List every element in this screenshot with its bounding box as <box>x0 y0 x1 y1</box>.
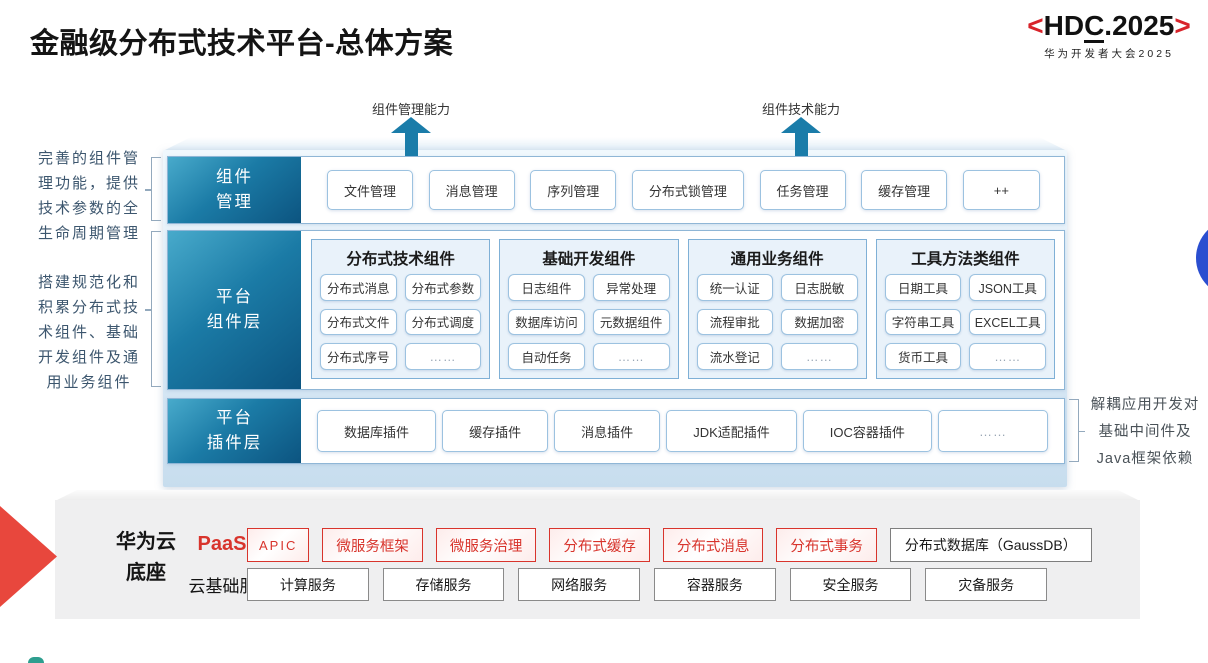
foundation-lid <box>55 490 1140 501</box>
chip-string-tool: 字符串工具 <box>884 308 962 336</box>
platform-plugins-items: 数据库插件 缓存插件 消息插件 JDK适配插件 IOC容器插件 …… <box>301 399 1064 463</box>
chip-exception-handling: 异常处理 <box>592 274 670 301</box>
chip-distributed-sequence: 分布式序号 <box>320 343 397 370</box>
chip-apic: APIC <box>247 528 310 562</box>
bracket-row1 <box>145 157 161 221</box>
logo-left-bracket: < <box>1027 10 1044 41</box>
chip-distributed-message: 分布式消息 <box>320 274 397 301</box>
chip-auto-task: 自动任务 <box>508 343 585 370</box>
chip-distributed-transaction: 分布式事务 <box>776 528 877 562</box>
chip-metadata-component: 元数据组件 <box>592 308 670 336</box>
chip-excel-tool: EXCEL工具 <box>969 308 1046 336</box>
logo-rest: .2025 <box>1104 10 1175 41</box>
chip-json-tool: JSON工具 <box>969 274 1046 301</box>
chip-plus-plus: ++ <box>962 170 1040 210</box>
layer-label-component-management: 组件 管理 <box>168 157 301 223</box>
group-basic-dev: 基础开发组件 日志组件 异常处理 数据库访问 元数据组件 自动任务 …… <box>499 239 679 379</box>
chip-gaussdb: 分布式数据库（GaussDB） <box>889 528 1092 562</box>
chip-ellipsis: …… <box>592 343 670 370</box>
layer-platform-components: 平台 组件层 分布式技术组件 分布式消息 分布式参数 分布式文件 分布式调度 分… <box>167 230 1065 390</box>
chip-distributed-cache: 分布式缓存 <box>549 528 650 562</box>
platform-components-groups: 分布式技术组件 分布式消息 分布式参数 分布式文件 分布式调度 分布式序号 ……… <box>301 231 1064 389</box>
chip-ioc-container-plugin: IOC容器插件 <box>802 410 932 452</box>
chip-message-plugin: 消息插件 <box>554 410 661 452</box>
platform-container-lid <box>163 137 1067 151</box>
paas-label: PaaS <box>197 533 247 555</box>
chip-file-management: 文件管理 <box>327 170 414 210</box>
blue-circle-decoration <box>1196 219 1208 297</box>
capability-label-management: 组件管理能力 <box>371 102 450 117</box>
chip-distributed-parameter: 分布式参数 <box>404 274 482 301</box>
logo-hd: HD <box>1043 10 1085 41</box>
chip-ellipsis: …… <box>781 343 858 370</box>
chip-database-access: 数据库访问 <box>508 308 585 336</box>
chip-unified-auth: 统一认证 <box>696 274 774 301</box>
hdc-logo-subtitle: 华为开发者大会2025 <box>1044 48 1174 60</box>
chip-cache-management: 缓存管理 <box>861 170 948 210</box>
note-component-management: 完善的组件管 理功能，提供 技术参数的全 生命周期管理 <box>37 150 140 242</box>
chip-disaster-recovery-service: 灾备服务 <box>925 568 1048 601</box>
chip-distributed-file: 分布式文件 <box>320 308 397 336</box>
group-common-business: 通用业务组件 统一认证 日志脱敏 流程审批 数据加密 流水登记 …… <box>687 239 867 379</box>
chip-compute-service: 计算服务 <box>247 568 369 601</box>
chip-process-approval: 流程审批 <box>696 308 774 336</box>
page-title: 金融级分布式技术平台-总体方案 <box>30 28 454 60</box>
paas-items: APIC 微服务框架 微服务治理 分布式缓存 分布式消息 分布式事务 分布式数据… <box>247 528 1092 562</box>
chip-log-component: 日志组件 <box>508 274 585 301</box>
bracket-row3 <box>1069 399 1085 462</box>
chip-data-encryption: 数据加密 <box>781 308 858 336</box>
chip-container-service: 容器服务 <box>654 568 776 601</box>
chip-microservice-framework: 微服务框架 <box>322 528 423 562</box>
chip-date-tool: 日期工具 <box>884 274 962 301</box>
chip-distributed-lock-management: 分布式锁管理 <box>631 170 744 210</box>
group-tool-methods: 工具方法类组件 日期工具 JSON工具 字符串工具 EXCEL工具 货币工具 …… <box>875 239 1055 379</box>
hdc-logo-text: <HDC.2025> <box>1013 10 1205 43</box>
chip-ellipsis: …… <box>937 410 1048 452</box>
chip-network-service: 网络服务 <box>518 568 641 601</box>
chip-task-management: 任务管理 <box>759 170 846 210</box>
bracket-row2 <box>145 231 161 387</box>
layer-component-management: 组件 管理 文件管理 消息管理 序列管理 分布式锁管理 任务管理 缓存管理 ++ <box>167 156 1065 224</box>
chip-jdk-adapter-plugin: JDK适配插件 <box>666 410 797 452</box>
layer-platform-plugins: 平台 插件层 数据库插件 缓存插件 消息插件 JDK适配插件 IOC容器插件 …… <box>167 398 1065 464</box>
component-management-items: 文件管理 消息管理 序列管理 分布式锁管理 任务管理 缓存管理 ++ <box>301 157 1064 223</box>
up-arrow-icon <box>781 117 821 156</box>
chip-message-management: 消息管理 <box>428 170 515 210</box>
chip-security-service: 安全服务 <box>789 568 912 601</box>
chip-cache-plugin: 缓存插件 <box>442 410 549 452</box>
decoration-dot <box>28 657 44 663</box>
chip-ellipsis: …… <box>969 343 1046 370</box>
group-distributed-tech: 分布式技术组件 分布式消息 分布式参数 分布式文件 分布式调度 分布式序号 …… <box>311 239 491 379</box>
chip-microservice-governance: 微服务治理 <box>435 528 537 562</box>
logo-c-underlined: C <box>1084 10 1105 43</box>
chip-distributed-scheduling: 分布式调度 <box>404 308 482 336</box>
chip-transaction-register: 流水登记 <box>696 343 774 370</box>
chip-log-masking: 日志脱敏 <box>781 274 858 301</box>
chip-distributed-message-paas: 分布式消息 <box>662 528 764 562</box>
chip-database-plugin: 数据库插件 <box>317 410 437 452</box>
layer-label-platform-plugins: 平台 插件层 <box>168 399 301 463</box>
foundation-label: 华为云 底座 <box>116 531 176 584</box>
layer-label-platform-components: 平台 组件层 <box>168 231 301 389</box>
capability-label-technical: 组件技术能力 <box>761 102 840 117</box>
chip-sequence-management: 序列管理 <box>530 170 617 210</box>
chip-storage-service: 存储服务 <box>382 568 505 601</box>
note-decoupling: 解耦应用开发对 基础中间件及 Java框架依赖 <box>1090 397 1200 467</box>
chip-currency-tool: 货币工具 <box>884 343 962 370</box>
hdc-logo: <HDC.2025> 华为开发者大会2025 <box>1013 10 1205 61</box>
note-platform-components: 搭建规范化和 积累分布式技 术组件、基础 开发组件及通 用业务组件 <box>37 274 140 391</box>
red-arrow-icon <box>0 506 57 607</box>
logo-right-bracket: > <box>1174 10 1191 41</box>
chip-ellipsis: …… <box>404 343 482 370</box>
cloud-services-items: 计算服务 存储服务 网络服务 容器服务 安全服务 灾备服务 <box>247 568 1048 601</box>
up-arrow-icon <box>391 117 431 156</box>
